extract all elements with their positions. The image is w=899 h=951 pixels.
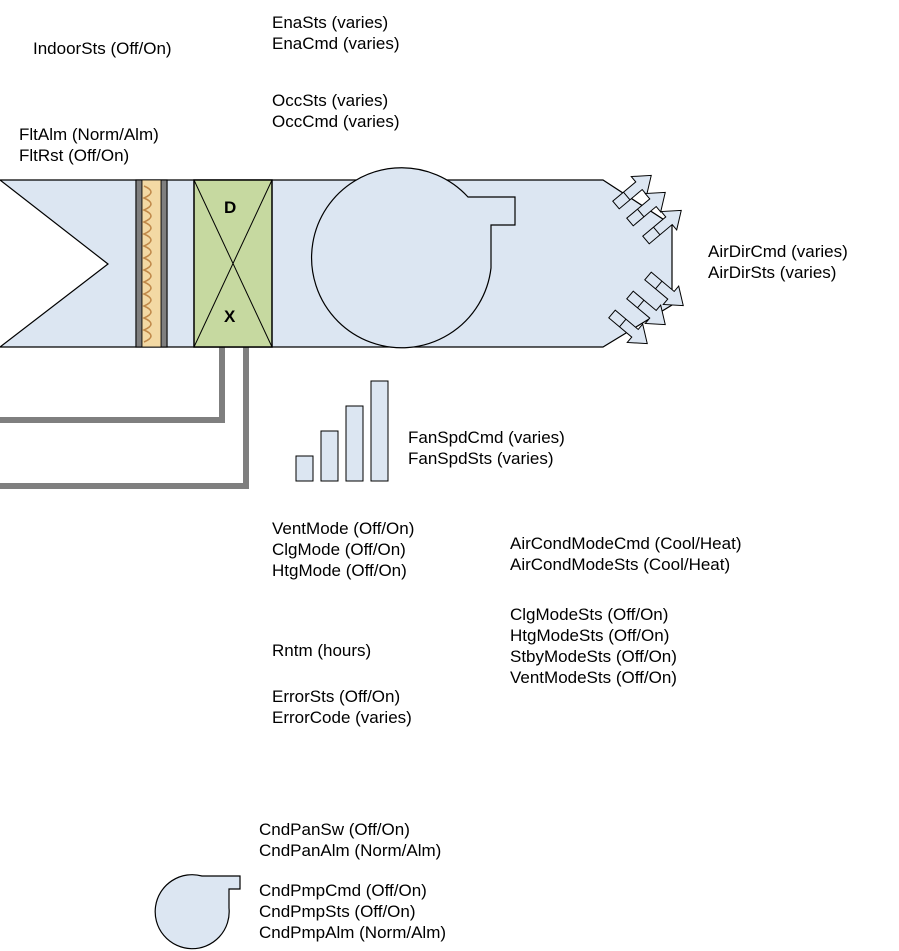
- error-points-label: ErrorSts (Off/On) ErrorCode (varies): [272, 687, 412, 727]
- air-direction-points-label: AirDirCmd (varies) AirDirSts (varies): [708, 242, 848, 282]
- air-direction-arrows-icon: [608, 174, 684, 345]
- dx-coil-icon: [193, 179, 273, 348]
- condensate-pump-points-label: CndPmpCmd (Off/On) CndPmpSts (Off/On) Cn…: [259, 881, 447, 942]
- indoor-status-label: IndoorSts (Off/On): [33, 39, 172, 58]
- fan-icon: [311, 167, 516, 349]
- filter-points-label: FltAlm (Norm/Alm) FltRst (Off/On): [19, 125, 159, 165]
- coil-letter-x: X: [224, 307, 236, 326]
- coil-letter-d: D: [224, 198, 237, 217]
- condensate-pump-icon: [154, 874, 241, 950]
- aircond-mode-points-label: AirCondModeCmd (Cool/Heat) AirCondModeSt…: [510, 534, 742, 574]
- mode-points-label: VentMode (Off/On) ClgMode (Off/On) HtgMo…: [272, 519, 415, 580]
- enable-points-label: EnaSts (varies) EnaCmd (varies): [272, 13, 400, 53]
- runtime-label: Rntm (hours): [272, 641, 372, 660]
- mode-status-points-label: ClgModeSts (Off/On) HtgModeSts (Off/On) …: [510, 605, 677, 687]
- occupancy-points-label: OccSts (varies) OccCmd (varies): [272, 91, 400, 131]
- condensate-pan-points-label: CndPanSw (Off/On) CndPanAlm (Norm/Alm): [259, 820, 442, 860]
- fan-speed-points-label: FanSpdCmd (varies) FanSpdSts (varies): [408, 428, 565, 468]
- fan-speed-bars-icon: [295, 380, 389, 482]
- refrigerant-pipes-icon: [0, 347, 249, 489]
- filter-icon: [135, 179, 168, 348]
